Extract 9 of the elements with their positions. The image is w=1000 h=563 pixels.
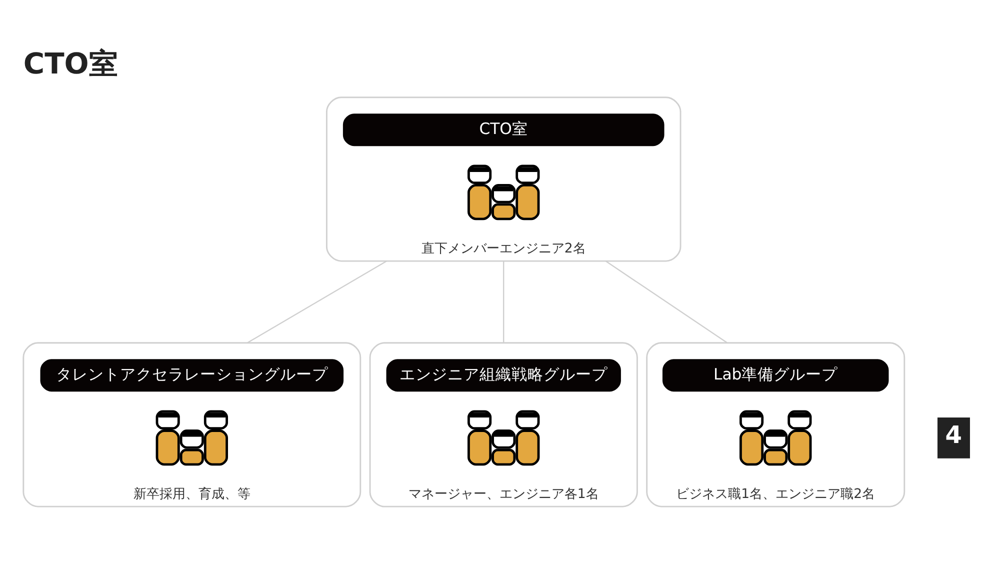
label: 4 bbox=[945, 420, 962, 449]
node-box: タレントアクセラレーショングループ bbox=[40, 359, 344, 392]
connector bbox=[605, 260, 728, 344]
node-box: Lab準備グループ bbox=[662, 359, 889, 392]
diagram-title: CTO室 bbox=[23, 46, 118, 81]
node-box: エンジニア組織戦略グループ bbox=[386, 359, 621, 392]
connector bbox=[503, 261, 504, 343]
connector bbox=[246, 260, 388, 344]
node-box: CTO室 bbox=[342, 114, 664, 146]
